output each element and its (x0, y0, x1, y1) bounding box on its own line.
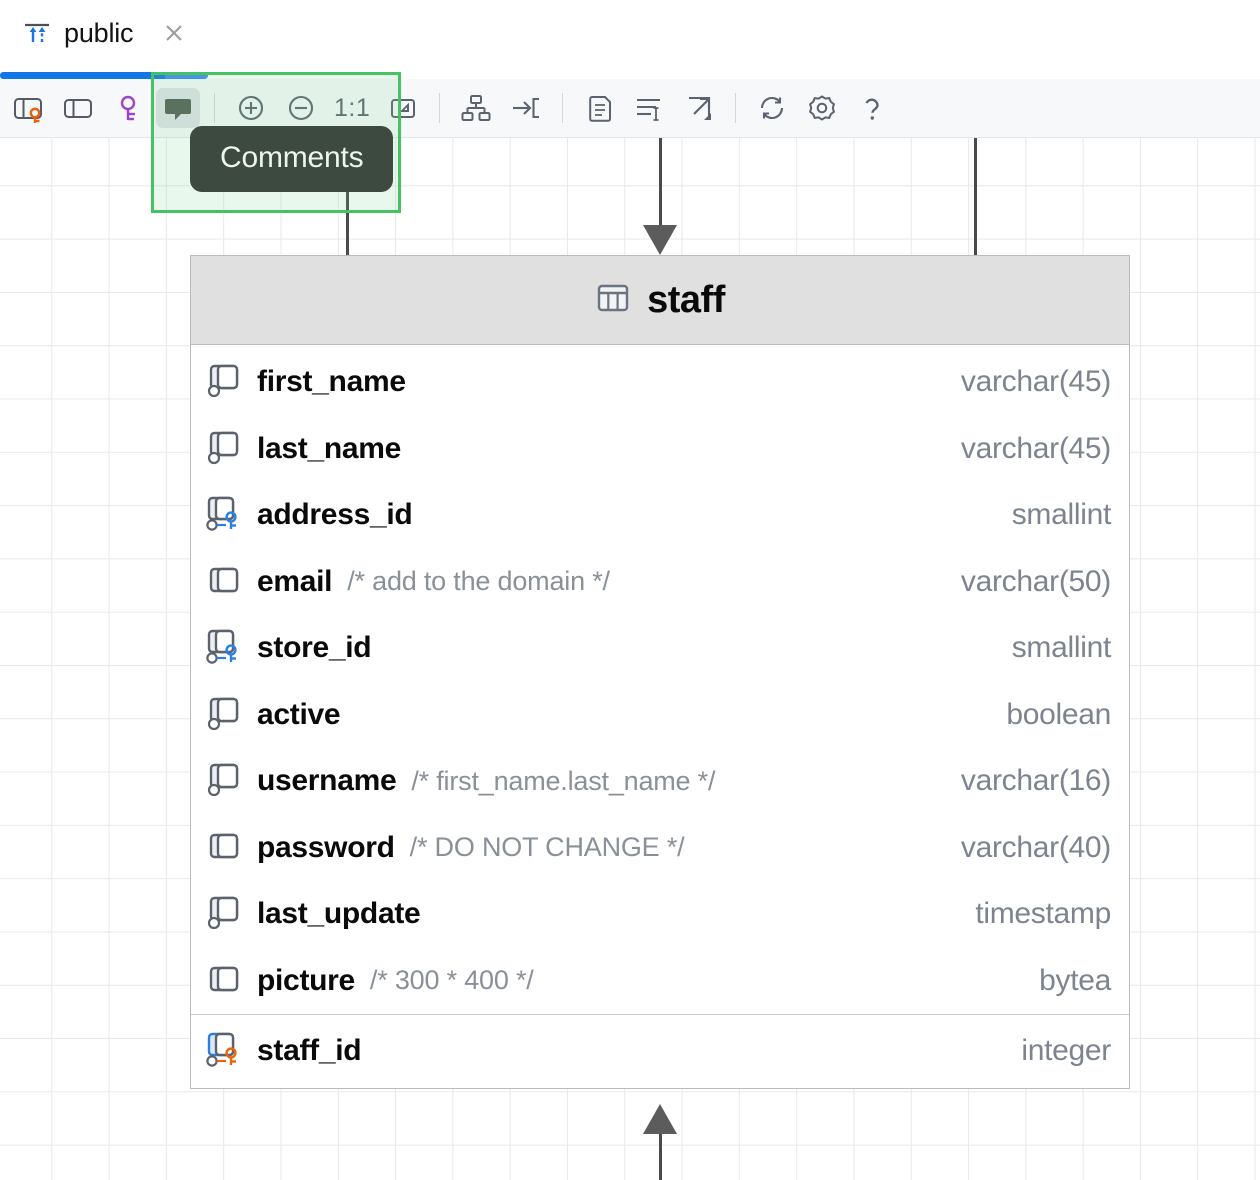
relation-arrow-down (643, 225, 677, 255)
column-type: varchar(16) (960, 764, 1111, 798)
export-arrow-icon[interactable] (677, 88, 721, 128)
column-name: email (257, 564, 333, 598)
table-row[interactable]: first_name varchar(45) (191, 349, 1129, 416)
column-notnull-icon (205, 429, 249, 469)
tab-public[interactable]: public (0, 0, 203, 66)
column-name: username (257, 764, 397, 798)
column-comment: /* 300 * 400 */ (369, 965, 534, 996)
column-type: smallint (1011, 498, 1112, 532)
question-mark-icon[interactable] (850, 88, 894, 128)
comments-button[interactable] (156, 88, 200, 128)
column-name: password (257, 830, 395, 864)
zoom-level-label[interactable]: 1:1 (334, 93, 371, 122)
column-foreign-key-icon (205, 628, 249, 668)
table-row[interactable]: picture /* 300 * 400 */ bytea (191, 948, 1129, 1015)
arrow-to-bracket-icon[interactable] (504, 88, 548, 128)
column-name: staff_id (257, 1033, 362, 1067)
show-table-columns-keys-button[interactable] (6, 88, 50, 128)
column-type: varchar(50) (960, 564, 1111, 598)
relation-arrow-up (643, 1104, 677, 1134)
zoom-out-button[interactable] (279, 88, 323, 128)
table-row[interactable]: email /* add to the domain */ varchar(50… (191, 549, 1129, 616)
diagram-canvas[interactable]: staff first_name varchar(45) (0, 138, 1260, 1180)
table-row[interactable]: active boolean (191, 682, 1129, 749)
loading-progress-bar (0, 72, 1260, 79)
column-notnull-icon (205, 362, 249, 402)
column-notnull-icon (205, 894, 249, 934)
entity-header[interactable]: staff (191, 256, 1129, 345)
tab-label: public (64, 17, 134, 48)
table-row[interactable]: password /* DO NOT CHANGE */ varchar(40) (191, 815, 1129, 882)
relation-line-bottom (659, 1134, 662, 1180)
column-comment: /* add to the domain */ (347, 566, 610, 597)
entity-title: staff (647, 278, 725, 321)
relation-line-right (974, 138, 977, 255)
comments-tooltip: Comments (190, 126, 394, 192)
progress-fill-dark (0, 72, 165, 79)
close-icon[interactable] (161, 20, 187, 46)
show-columns-button[interactable] (56, 88, 100, 128)
column-type: integer (1021, 1033, 1111, 1067)
column-name: active (257, 697, 341, 731)
column-name: first_name (257, 365, 406, 399)
column-list: first_name varchar(45) last_name varchar… (191, 345, 1129, 1088)
column-type: boolean (1006, 697, 1111, 731)
toolbar-divider (562, 93, 564, 123)
toolbar-divider (439, 93, 441, 123)
fit-to-screen-button[interactable] (381, 88, 425, 128)
column-name: picture (257, 963, 355, 997)
column-nullable-icon (205, 828, 249, 868)
gear-icon[interactable] (800, 88, 844, 128)
show-keys-button[interactable] (106, 88, 150, 128)
column-type: bytea (1039, 963, 1111, 997)
table-row[interactable]: last_name varchar(45) (191, 416, 1129, 483)
table-row-primary-key[interactable]: staff_id integer (191, 1014, 1129, 1086)
text-cursor-icon[interactable] (627, 88, 671, 128)
zoom-in-button[interactable] (229, 88, 273, 128)
column-type: smallint (1011, 631, 1112, 665)
column-name: last_update (257, 897, 421, 931)
column-nullable-icon (205, 961, 249, 1001)
layout-hierarchy-button[interactable] (454, 88, 498, 128)
entity-staff[interactable]: staff first_name varchar(45) (190, 255, 1130, 1089)
relation-line-left (346, 138, 349, 255)
table-row[interactable]: address_id smallint (191, 482, 1129, 549)
column-notnull-icon (205, 695, 249, 735)
toolbar-divider (735, 93, 737, 123)
document-copy-icon[interactable] (577, 88, 621, 128)
column-name: last_name (257, 431, 402, 465)
schema-diagram-icon (22, 18, 52, 48)
table-icon (595, 280, 631, 321)
refresh-icon[interactable] (750, 88, 794, 128)
table-row[interactable]: store_id smallint (191, 615, 1129, 682)
column-comment: /* first_name.last_name */ (411, 765, 716, 796)
column-foreign-key-icon (205, 495, 249, 535)
column-nullable-icon (205, 562, 249, 602)
column-comment: /* DO NOT CHANGE */ (409, 832, 685, 863)
column-name: address_id (257, 498, 413, 532)
table-row[interactable]: username /* first_name.last_name */ varc… (191, 748, 1129, 815)
column-type: varchar(40) (960, 830, 1111, 864)
tab-bar: public (0, 0, 1260, 66)
column-primary-key-icon (205, 1031, 249, 1071)
column-name: store_id (257, 631, 372, 665)
column-type: varchar(45) (960, 431, 1111, 465)
relation-line-center (659, 138, 662, 225)
table-row[interactable]: last_update timestamp (191, 881, 1129, 948)
column-type: varchar(45) (960, 365, 1111, 399)
diagram-toolbar: 1:1 (0, 79, 1260, 138)
toolbar-divider (214, 93, 215, 123)
column-type: timestamp (975, 897, 1111, 931)
column-notnull-icon (205, 761, 249, 801)
